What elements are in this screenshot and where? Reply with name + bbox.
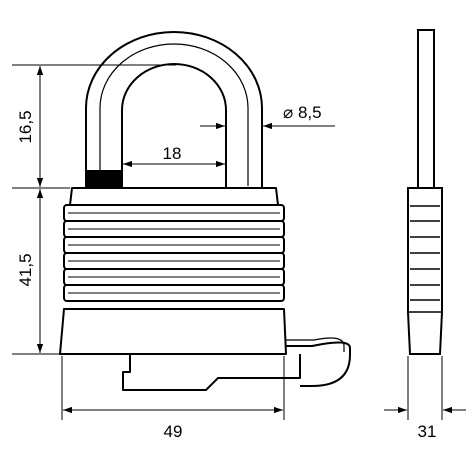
label-body-width: 49 [164, 422, 183, 441]
shackle [85, 31, 263, 189]
body-bottom [59, 308, 287, 355]
cover-hinge-loop-inner [286, 337, 345, 352]
body-top-cap [69, 187, 279, 206]
side-body [407, 187, 443, 355]
label-shackle-inner-width: 18 [163, 144, 182, 163]
side-view [407, 29, 443, 355]
label-shackle-clearance: 16,5 [16, 110, 35, 143]
shackle-notch [85, 170, 123, 189]
side-shackle [417, 29, 435, 189]
cover-hinge-loop [286, 341, 351, 387]
shackle-inner-line [99, 43, 249, 186]
label-shackle-diameter: ⌀ 8,5 [283, 103, 322, 122]
side-ribs [408, 205, 442, 313]
front-view [59, 31, 351, 391]
label-body-depth: 31 [418, 422, 437, 441]
keyway-cover [122, 354, 301, 391]
label-body-height: 41,5 [16, 253, 35, 286]
body-ribs [63, 204, 285, 302]
dimension-lines [12, 64, 466, 420]
